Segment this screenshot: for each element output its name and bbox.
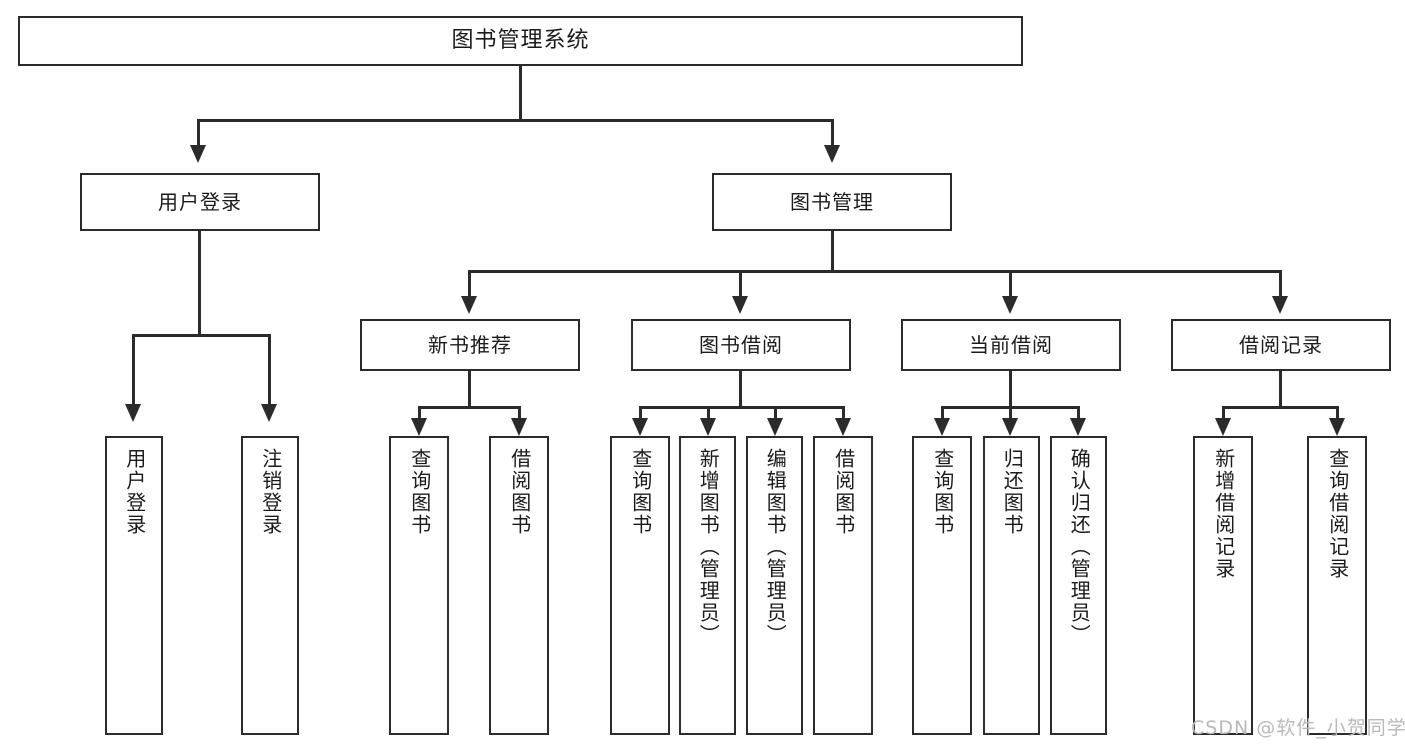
connector-book-borrow-stem bbox=[739, 371, 742, 409]
node-label: 新书推荐 bbox=[428, 332, 512, 357]
leaf-bb-borrow-book[interactable]: 借阅图书 bbox=[813, 436, 873, 735]
connector-nb-to-leaf-1 bbox=[418, 406, 421, 420]
leaf-label: 归还图书 bbox=[1000, 448, 1025, 536]
leaf-nb-borrow-book[interactable]: 借阅图书 bbox=[489, 436, 549, 735]
connector-bm-to-borrow-record bbox=[1279, 270, 1282, 298]
node-root-book-management-system[interactable]: 图书管理系统 bbox=[18, 16, 1023, 66]
leaf-label: 新增图书（管理员） bbox=[696, 448, 721, 646]
connector-root-to-book-management bbox=[831, 119, 834, 147]
leaf-cb-confirm-return-admin[interactable]: 确认归还（管理员） bbox=[1050, 436, 1107, 735]
node-user-login[interactable]: 用户登录 bbox=[80, 173, 320, 231]
connector-root-splitter bbox=[197, 119, 834, 122]
arrow-to-user-login-leaf-icon bbox=[125, 404, 141, 422]
arrow-to-bb-leaf2-icon bbox=[700, 418, 716, 436]
connector-book-management-stem bbox=[831, 231, 834, 273]
arrow-to-br-leaf2-icon bbox=[1329, 418, 1345, 436]
connector-bb-to-leaf-4 bbox=[842, 406, 845, 420]
connector-bm-to-new-book bbox=[468, 270, 471, 298]
connector-new-book-splitter bbox=[418, 406, 521, 409]
leaf-nb-query-book[interactable]: 查询图书 bbox=[389, 436, 449, 735]
node-label: 图书借阅 bbox=[699, 332, 783, 357]
leaf-cb-query-book[interactable]: 查询图书 bbox=[912, 436, 972, 735]
arrow-to-logout-leaf-icon bbox=[261, 404, 277, 422]
connector-borrow-record-splitter bbox=[1222, 406, 1339, 409]
leaf-logout[interactable]: 注销登录 bbox=[241, 436, 299, 735]
arrow-to-new-book-recommend-icon bbox=[461, 296, 477, 314]
arrow-to-nb-leaf2-icon bbox=[511, 418, 527, 436]
leaf-label: 借阅图书 bbox=[507, 448, 532, 536]
connector-user-login-stem bbox=[198, 231, 201, 336]
leaf-label: 查询图书 bbox=[407, 448, 432, 536]
connector-cb-to-leaf-2 bbox=[1009, 406, 1012, 420]
leaf-user-login[interactable]: 用户登录 bbox=[105, 436, 163, 735]
connector-br-to-leaf-2 bbox=[1336, 406, 1339, 420]
arrow-to-nb-leaf1-icon bbox=[411, 418, 427, 436]
arrow-to-bb-leaf3-icon bbox=[767, 418, 783, 436]
connector-nb-to-leaf-2 bbox=[518, 406, 521, 420]
arrow-to-br-leaf1-icon bbox=[1215, 418, 1231, 436]
arrow-to-bb-leaf1-icon bbox=[632, 418, 648, 436]
node-new-book-recommend[interactable]: 新书推荐 bbox=[360, 319, 580, 371]
connector-user-login-to-leaf-1 bbox=[132, 334, 135, 406]
node-borrow-record[interactable]: 借阅记录 bbox=[1171, 319, 1391, 371]
leaf-label: 用户登录 bbox=[122, 448, 147, 536]
node-label: 当前借阅 bbox=[969, 332, 1053, 357]
connector-br-to-leaf-1 bbox=[1222, 406, 1225, 420]
connector-book-borrow-splitter bbox=[639, 406, 845, 409]
leaf-label: 借阅图书 bbox=[831, 448, 856, 536]
connector-current-borrow-stem bbox=[1009, 371, 1012, 409]
leaf-label: 编辑图书（管理员） bbox=[763, 448, 788, 646]
leaf-br-query-record[interactable]: 查询借阅记录 bbox=[1307, 436, 1367, 735]
connector-bb-to-leaf-2 bbox=[707, 406, 710, 420]
connector-borrow-record-stem bbox=[1279, 371, 1282, 409]
leaf-br-add-record[interactable]: 新增借阅记录 bbox=[1193, 436, 1253, 735]
connector-cb-to-leaf-1 bbox=[941, 406, 944, 420]
node-label: 用户登录 bbox=[158, 189, 242, 214]
connector-book-management-splitter bbox=[468, 270, 1281, 273]
node-current-borrow[interactable]: 当前借阅 bbox=[901, 319, 1121, 371]
arrow-to-book-borrow-icon bbox=[732, 296, 748, 314]
node-label: 图书管理系统 bbox=[451, 28, 590, 54]
connector-user-login-to-leaf-2 bbox=[268, 334, 271, 406]
leaf-cb-return-book[interactable]: 归还图书 bbox=[983, 436, 1040, 735]
connector-bb-to-leaf-3 bbox=[774, 406, 777, 420]
connector-bm-to-current-borrow bbox=[1009, 270, 1012, 298]
arrow-to-user-login-icon bbox=[190, 145, 206, 163]
node-book-borrow[interactable]: 图书借阅 bbox=[631, 319, 851, 371]
node-book-management[interactable]: 图书管理 bbox=[712, 173, 952, 231]
connector-root-to-user-login bbox=[197, 119, 200, 147]
connector-root-stem bbox=[519, 66, 522, 120]
connector-user-login-splitter bbox=[132, 334, 271, 337]
node-label: 借阅记录 bbox=[1239, 332, 1323, 357]
connector-cb-to-leaf-3 bbox=[1077, 406, 1080, 420]
leaf-bb-edit-book-admin[interactable]: 编辑图书（管理员） bbox=[746, 436, 803, 735]
leaf-bb-add-book-admin[interactable]: 新增图书（管理员） bbox=[679, 436, 736, 735]
leaf-label: 确认归还（管理员） bbox=[1067, 448, 1092, 646]
arrow-to-cb-leaf2-icon bbox=[1002, 418, 1018, 436]
leaf-label: 查询图书 bbox=[628, 448, 653, 536]
leaf-label: 注销登录 bbox=[258, 448, 283, 536]
connector-new-book-stem bbox=[468, 371, 471, 409]
arrow-to-cb-leaf1-icon bbox=[934, 418, 950, 436]
arrow-to-bb-leaf4-icon bbox=[835, 418, 851, 436]
arrow-to-borrow-record-icon bbox=[1272, 296, 1288, 314]
leaf-label: 查询借阅记录 bbox=[1325, 448, 1350, 580]
node-label: 图书管理 bbox=[790, 189, 874, 214]
leaf-label: 查询图书 bbox=[930, 448, 955, 536]
arrow-to-current-borrow-icon bbox=[1002, 296, 1018, 314]
leaf-label: 新增借阅记录 bbox=[1211, 448, 1236, 580]
arrow-to-cb-leaf3-icon bbox=[1070, 418, 1086, 436]
leaf-bb-query-book[interactable]: 查询图书 bbox=[610, 436, 670, 735]
connector-bm-to-book-borrow bbox=[739, 270, 742, 298]
connector-bb-to-leaf-1 bbox=[639, 406, 642, 420]
arrow-to-book-management-icon bbox=[824, 145, 840, 163]
